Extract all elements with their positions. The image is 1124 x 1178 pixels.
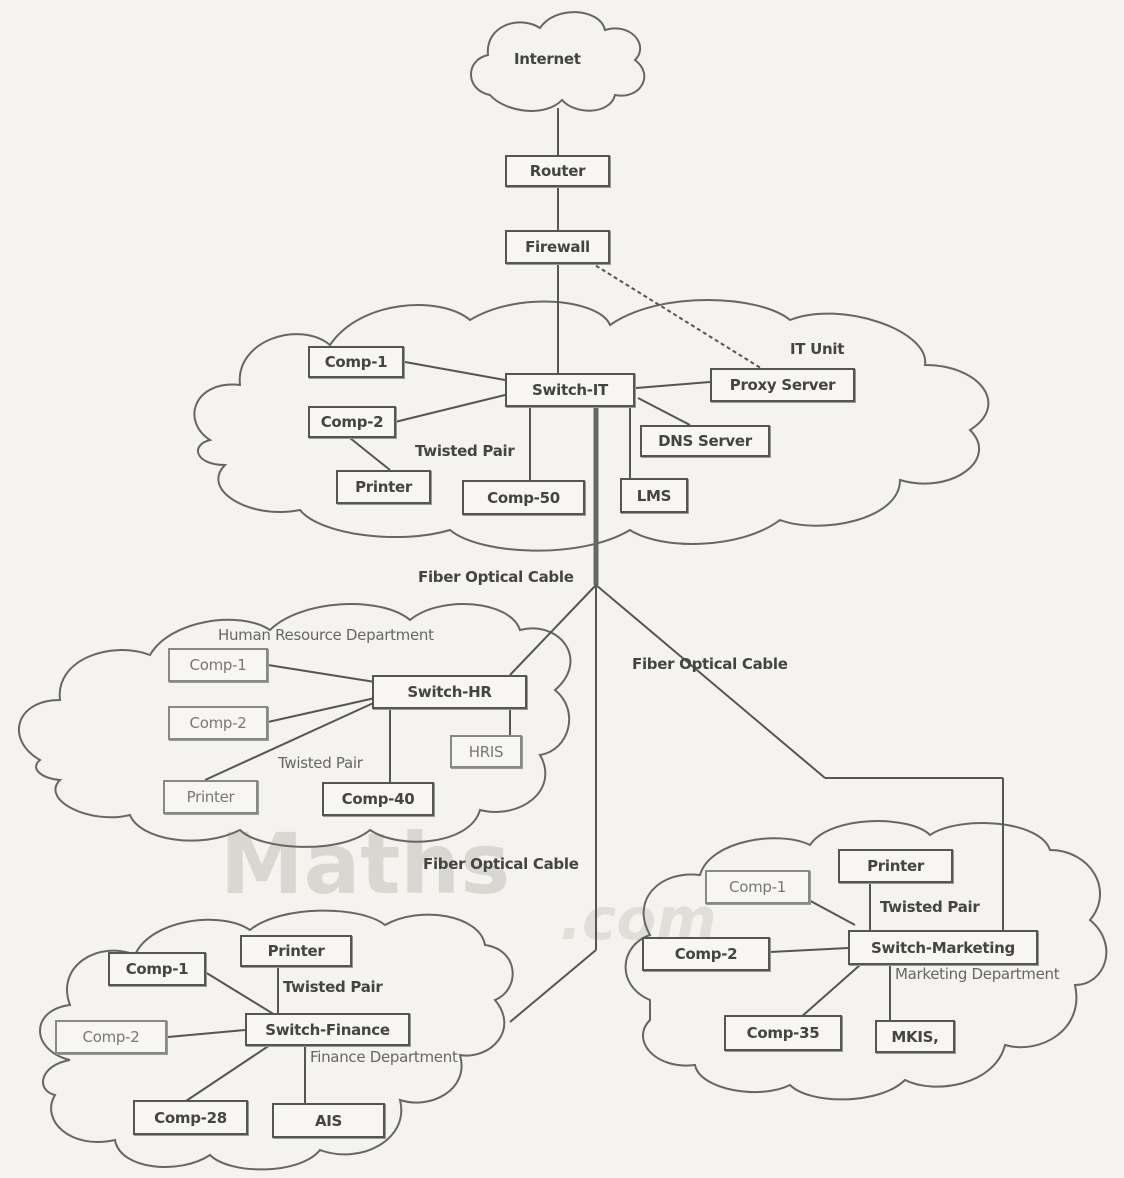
hr-cloud bbox=[17, 603, 572, 848]
it-comp-50-node: Comp-50 bbox=[462, 480, 585, 515]
marketing-comp-1-node: Comp-1 bbox=[705, 870, 810, 904]
fiber-cable-label-1: Fiber Optical Cable bbox=[418, 568, 574, 586]
firewall-node: Firewall bbox=[505, 230, 610, 264]
marketing-cloud bbox=[624, 820, 1108, 1101]
finance-department-label: Finance Department bbox=[310, 1048, 458, 1066]
it-unit-label: IT Unit bbox=[790, 340, 845, 358]
finance-comp-28-node: Comp-28 bbox=[133, 1100, 248, 1135]
switch-marketing-node: Switch-Marketing bbox=[848, 930, 1038, 965]
router-node: Router bbox=[505, 155, 610, 187]
fiber-cable-label-2: Fiber Optical Cable bbox=[632, 655, 788, 673]
hr-comp-40-node: Comp-40 bbox=[322, 782, 434, 816]
marketing-printer-node: Printer bbox=[838, 849, 953, 883]
internet-cloud bbox=[470, 11, 646, 112]
marketing-department-label: Marketing Department bbox=[895, 965, 1060, 983]
internet-label: Internet bbox=[514, 50, 581, 68]
dns-server-node: DNS Server bbox=[640, 425, 770, 457]
hris-node: HRIS bbox=[450, 735, 522, 768]
it-printer-node: Printer bbox=[336, 470, 431, 504]
ais-node: AIS bbox=[272, 1103, 385, 1138]
finance-comp-1-node: Comp-1 bbox=[108, 952, 206, 986]
mkis-node: MKIS, bbox=[875, 1020, 955, 1053]
finance-printer-node: Printer bbox=[240, 935, 352, 967]
hr-department-label: Human Resource Department bbox=[218, 626, 434, 644]
hr-twisted-pair-label: Twisted Pair bbox=[278, 754, 363, 772]
finance-comp-2-node: Comp-2 bbox=[55, 1020, 167, 1054]
switch-it-node: Switch-IT bbox=[505, 373, 635, 407]
finance-cloud bbox=[39, 909, 514, 1171]
switch-finance-node: Switch-Finance bbox=[245, 1013, 410, 1046]
marketing-twisted-pair-label: Twisted Pair bbox=[880, 898, 980, 916]
proxy-server-node: Proxy Server bbox=[710, 368, 855, 402]
hr-printer-node: Printer bbox=[163, 780, 258, 814]
marketing-comp-35-node: Comp-35 bbox=[724, 1015, 842, 1051]
hr-comp-2-node: Comp-2 bbox=[168, 706, 268, 740]
hr-comp-1-node: Comp-1 bbox=[168, 648, 268, 682]
it-unit-cloud bbox=[193, 299, 990, 552]
lms-node: LMS bbox=[620, 478, 688, 513]
it-comp-1-node: Comp-1 bbox=[308, 346, 404, 378]
it-twisted-pair-label: Twisted Pair bbox=[415, 442, 515, 460]
fiber-cable-label-3: Fiber Optical Cable bbox=[423, 855, 579, 873]
switch-hr-node: Switch-HR bbox=[372, 675, 527, 709]
marketing-comp-2-node: Comp-2 bbox=[642, 937, 770, 971]
it-comp-2-node: Comp-2 bbox=[308, 406, 396, 438]
finance-twisted-pair-label: Twisted Pair bbox=[283, 978, 383, 996]
